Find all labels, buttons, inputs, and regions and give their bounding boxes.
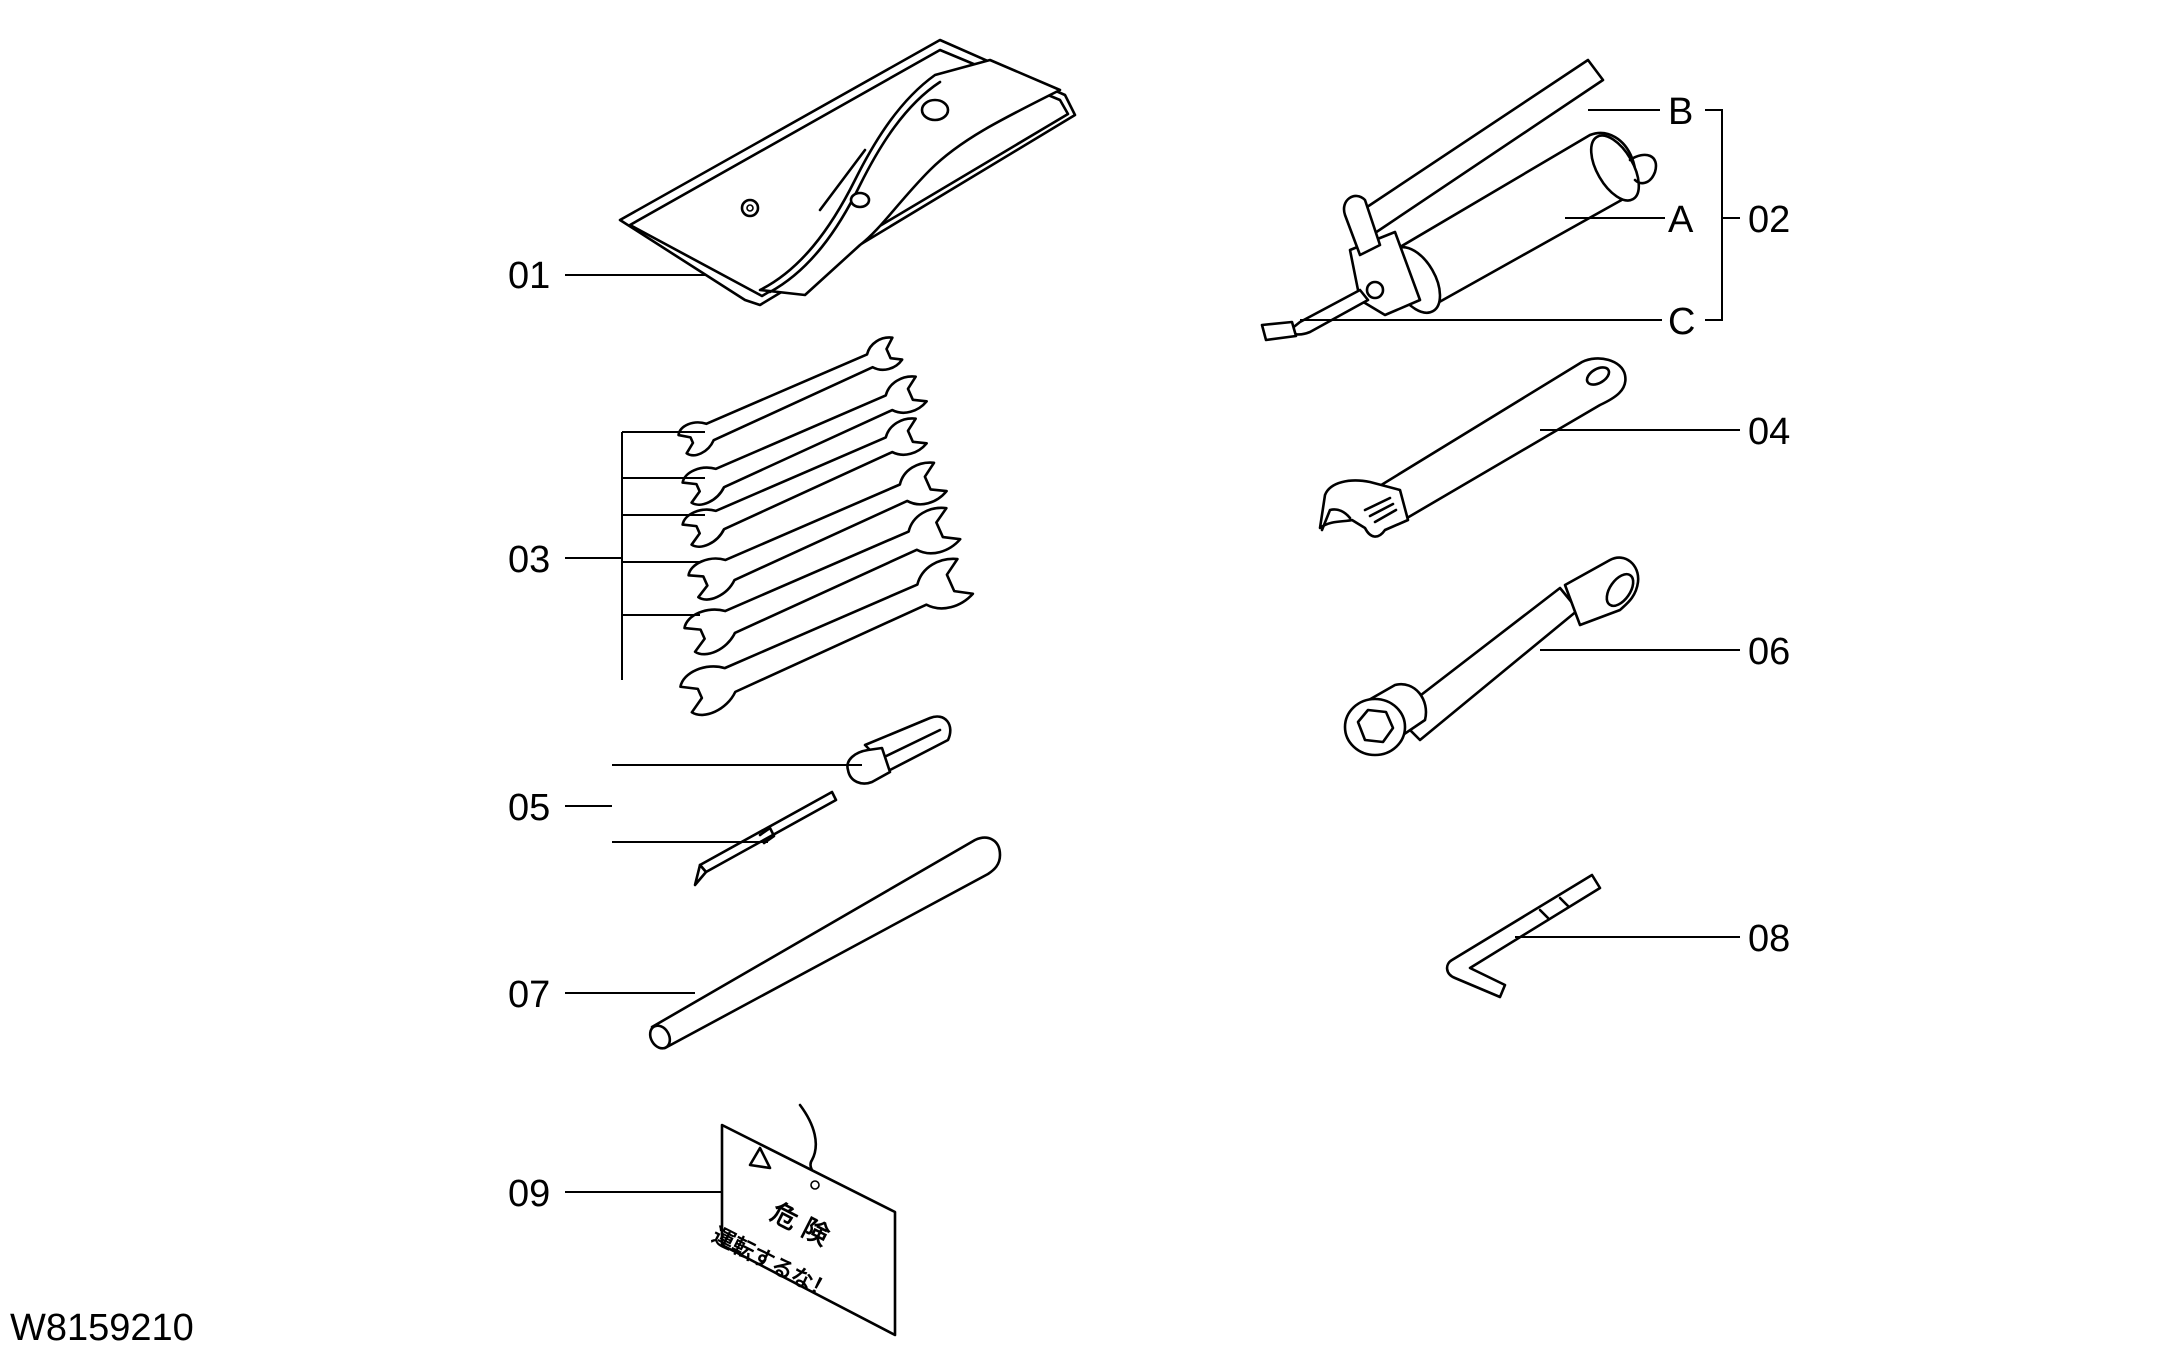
sub-label-a: A [1668,199,1694,241]
callout-09: 09 [508,1173,722,1215]
open-end-wrench-set-icon [677,336,975,717]
callout-label: 08 [1748,918,1790,960]
bracket [621,431,705,680]
callout-01: 01 [508,255,705,297]
callout-label: 05 [508,787,550,829]
sub-label-c: C [1668,301,1695,343]
callout-label: 07 [508,974,550,1016]
callout-08: 08 [1515,918,1790,960]
callout-06: 06 [1540,631,1790,673]
bracket [1705,109,1723,321]
drawing-number: W8159210 [10,1307,194,1349]
grease-gun-icon [1260,58,1658,342]
bar-icon [648,836,1002,1050]
callout-label: 09 [508,1173,550,1215]
callout-label: 06 [1748,631,1790,673]
callout-label: 02 [1748,199,1790,241]
sub-label-b: B [1668,91,1693,133]
callout-label: 04 [1748,411,1790,453]
callout-05: 05 [508,764,862,843]
callout-label: 01 [508,255,550,297]
callout-04: 04 [1540,411,1790,453]
socket-wrench-icon [1343,556,1640,757]
warning-tag-icon: 危 険 運転するな！ [708,1103,897,1337]
hex-key-icon [1445,873,1602,999]
callout-07: 07 [508,974,695,1016]
callout-label: 03 [508,539,550,581]
warning-triangle-icon [748,1146,772,1170]
callout-02: B A C 02 [1300,91,1790,343]
screwdriver-icon [693,715,952,887]
tool-bag-icon [618,38,1077,307]
callout-03: 03 [508,431,705,680]
adjustable-wrench-icon [1318,357,1627,538]
